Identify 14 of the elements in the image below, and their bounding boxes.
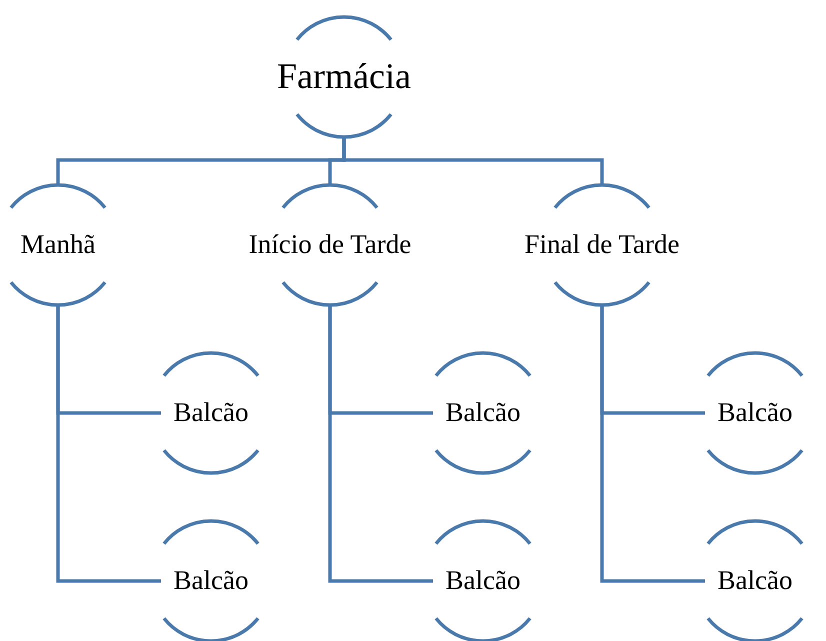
connector-line	[600, 305, 705, 583]
node-label: Farmácia	[277, 57, 411, 97]
node-label: Final de Tarde	[524, 230, 680, 260]
connector-line	[342, 137, 604, 185]
connector-line	[56, 305, 161, 583]
node-label: Balcão	[174, 398, 248, 428]
node-label: Balcão	[718, 398, 792, 428]
node-label: Início de Tarde	[248, 230, 412, 260]
node-label: Balcão	[174, 566, 248, 596]
node-label: Balcão	[446, 566, 520, 596]
node-label: Balcão	[446, 398, 520, 428]
connector-line	[328, 305, 433, 583]
node-label: Balcão	[718, 566, 792, 596]
node-label: Manhã	[20, 230, 96, 260]
